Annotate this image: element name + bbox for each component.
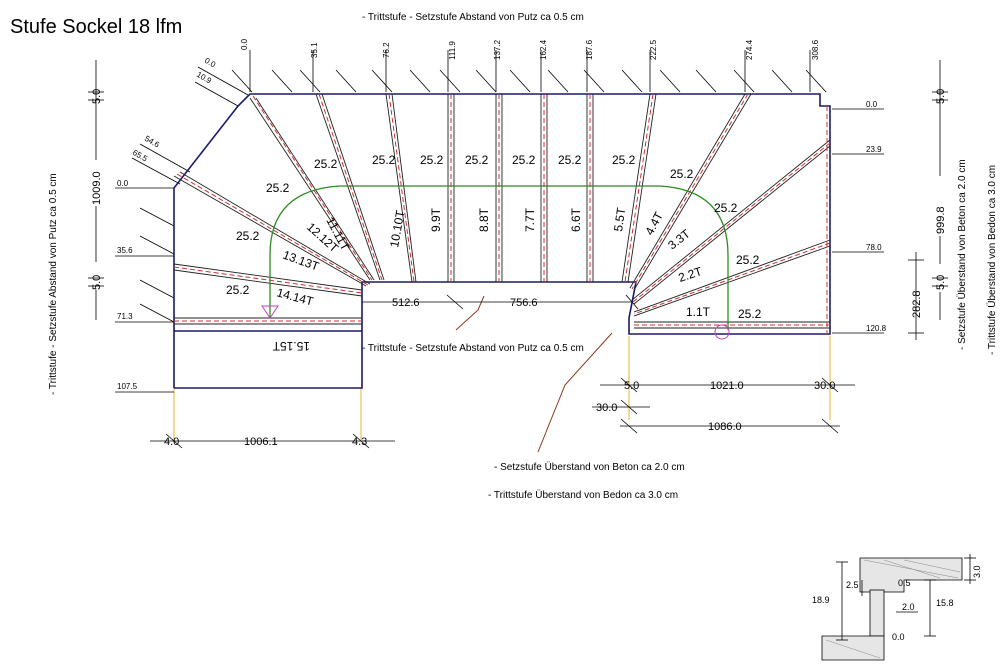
right-tick-label: 78.0 (866, 243, 882, 252)
detail-label: 18.9 (812, 595, 830, 605)
dim-bottom-right-total: 1021.0 (710, 380, 744, 392)
detail-label: 0.0 (892, 632, 905, 642)
top-tick-leaders (249, 50, 811, 92)
tread-depth-label: 25.2 (670, 167, 694, 181)
step-label: 5.5T (611, 206, 628, 232)
bottom-dimensions (150, 294, 855, 449)
note-right-1: - Setzstufe Überstand von Beton ca 2.0 c… (956, 159, 968, 350)
dim-right-mid: 5.0 (935, 275, 947, 290)
detail-label: 0.5 (898, 578, 911, 588)
note-left: - Trittstufe - Setzstufe Abstand von Put… (48, 173, 59, 395)
dim-bottom-left-a: 4.0 (164, 436, 179, 448)
tread-depth-labels: 25.2 25.2 25.2 25.2 25.2 25.2 25.2 25.2 … (226, 153, 762, 321)
tread-depth-label: 25.2 (738, 307, 762, 321)
left-tick-label: 0.0 (117, 179, 129, 188)
step-label: 2.2T (677, 264, 705, 285)
note-middle: - Trittstufe - Setzstufe Abstand von Put… (362, 343, 584, 354)
right-tick-leaders (832, 108, 884, 334)
right-tick-label: 23.9 (866, 145, 882, 154)
left-tick-leaders (115, 66, 249, 393)
tread-depth-label: 25.2 (512, 153, 536, 167)
walk-line-start-arrow (261, 305, 279, 319)
tread-depth-label: 25.2 (226, 283, 250, 297)
left-tick-label: 71.3 (117, 312, 133, 321)
top-tick-label: 274.4 (745, 39, 754, 60)
top-tick-label: 308.6 (811, 39, 820, 60)
dim-bottom-right-full: 1086.0 (708, 421, 742, 433)
walk-line (269, 185, 729, 330)
dim-left-top: 5.0 (91, 89, 103, 104)
top-tick-label: 137.2 (493, 39, 502, 60)
left-tick-label: 35.6 (117, 246, 133, 255)
dim-left-total: 1009.0 (91, 171, 103, 205)
tread-depth-label: 25.2 (612, 153, 636, 167)
step-label: 8.8T (477, 207, 491, 232)
top-hatch (231, 69, 827, 93)
stair-outline (173, 93, 831, 389)
note-top: - Trittstufe - Setzstufe Abstand von Put… (362, 12, 584, 23)
tread-depth-label: 25.2 (558, 153, 582, 167)
top-tick-label: 187.6 (585, 39, 594, 60)
dim-right-top: 5.0 (935, 89, 947, 104)
detail-label: 2.0 (902, 602, 915, 612)
tread-depth-label: 25.2 (372, 153, 396, 167)
note-right-2: - Trittstufe Überstand von Bedon ca 3.0 … (986, 165, 998, 355)
dim-inner-a: 512.6 (392, 297, 420, 309)
note-bottom-2: - Trittstufe Überstand von Bedon ca 3.0 … (488, 489, 678, 501)
right-tick-label: 120.8 (866, 324, 887, 333)
leader-line-bottom (537, 332, 613, 453)
tread-depth-label: 25.2 (420, 153, 444, 167)
tread-depth-label: 25.2 (236, 229, 260, 243)
walk-line-end-marker (714, 324, 730, 340)
top-tick-label: 35.1 (310, 42, 319, 58)
detail-label: 2.5 (846, 580, 859, 590)
right-dimension (908, 60, 948, 340)
leader-line-middle (455, 295, 485, 331)
top-tick-label: 76.2 (382, 42, 391, 58)
step-label: 1.1T (686, 305, 711, 319)
left-tick-label: 65.5 (131, 148, 149, 164)
detail-label: 3.0 (972, 565, 982, 578)
left-tick-label: 107.5 (117, 382, 138, 391)
step-label: 15.15T (272, 339, 310, 353)
top-tick-label: 111.9 (448, 41, 457, 60)
dim-right-lower: 282.8 (911, 290, 923, 318)
note-bottom-1: - Setzstufe Überstand von Beton ca 2.0 c… (494, 461, 685, 473)
dim-bottom-right-b: 30.0 (814, 380, 835, 392)
tread-depth-label: 25.2 (714, 201, 738, 215)
dim-bottom-right-a: 5.0 (624, 380, 639, 392)
dim-right-total: 999.8 (935, 206, 947, 234)
top-tick-label: 162.4 (539, 39, 548, 60)
top-tick-label: 222.5 (649, 39, 658, 60)
detail-label: 15.8 (936, 598, 954, 608)
cross-section-detail: 18.9 2.5 0.5 2.0 15.8 3.0 0.0 (812, 554, 982, 661)
dim-inner-b: 756.6 (510, 297, 538, 309)
step-label: 6.6T (569, 207, 583, 232)
dim-left-mid: 5.0 (91, 275, 103, 290)
step-lines (173, 93, 831, 329)
tread-depth-label: 25.2 (465, 153, 489, 167)
step-label: 9.9T (429, 207, 443, 232)
dim-bottom-left-b: 4.3 (352, 436, 367, 448)
top-tick-label: 0.0 (240, 38, 249, 50)
step-label: 7.7T (523, 207, 537, 232)
left-dimension (88, 60, 104, 320)
drawing-title: Stufe Sockel 18 lfm (10, 16, 182, 38)
tread-depth-label: 25.2 (736, 253, 760, 267)
tread-depth-label: 25.2 (314, 157, 338, 171)
left-tick-label: 0.0 (203, 56, 218, 70)
tread-depth-label: 25.2 (266, 181, 290, 195)
right-tick-label: 0.0 (866, 100, 878, 109)
dim-bottom-left-total: 1006.1 (244, 436, 278, 448)
stair-red-lines (173, 93, 831, 334)
step-label: 10.10T (387, 209, 407, 249)
dim-bottom-right-c: 30.0 (596, 402, 617, 414)
